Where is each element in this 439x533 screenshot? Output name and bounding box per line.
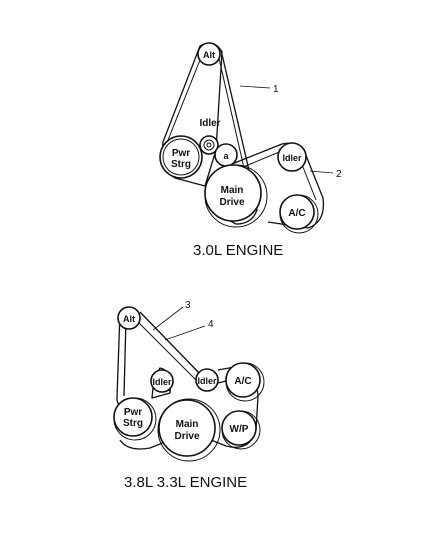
callout-2-leader [309,170,334,174]
pwr-strg-bottom-label-line2: Strg [123,418,143,429]
idler-right-pulley: Idler [277,142,307,172]
callout-2: 2 [336,169,342,180]
main-drive-pulley-bottom: Main Drive [157,398,221,462]
callout-3: 3 [185,300,191,311]
pwr-strg-label-line2: Strg [171,159,191,170]
alt-label: Alt [203,50,215,60]
diagram-3-8l-3-3l-engine: Alt Idler Idler A/C Pwr Strg [113,300,265,491]
small-a-pulley: a [214,143,238,167]
main-drive-bottom-label-line2: Drive [174,431,199,442]
ac-pulley: A/C [279,194,319,234]
callout-1-leader [239,85,271,89]
engine-title-3-8l-3-3l: 3.8L 3.3L ENGINE [124,474,247,491]
main-drive-label-line2: Drive [219,197,244,208]
idler-top-label: Idler [199,118,220,129]
small-a-label: a [223,151,229,161]
idler-left-pulley-bottom: Idler [150,369,174,393]
main-drive-label-line1: Main [221,185,244,196]
main-drive-bottom-label-line1: Main [176,419,199,430]
idler-left-bottom-label: Idler [152,377,172,387]
pwr-strg-label-line1: Pwr [172,148,190,159]
callout-4: 4 [208,319,214,330]
wp-bottom-label: W/P [230,424,249,435]
main-drive-pulley: Main Drive [204,164,268,228]
alt-bottom-label: Alt [123,314,135,324]
callout-1: 1 [273,84,279,95]
callout-3-leader [152,306,184,331]
idler-right-pulley-bottom: Idler [195,368,219,392]
engine-title-3-0l: 3.0L ENGINE [193,242,283,259]
callout-4-leader [164,325,206,341]
alt-pulley: Alt [197,42,221,66]
alt-pulley-bottom: Alt [117,306,141,330]
diagram-3-0l-engine: Alt Idler Pwr Strg a Idler [159,42,342,259]
pwr-strg-pulley-bottom: Pwr Strg [113,397,157,441]
idler-right-bottom-label: Idler [197,376,217,386]
ac-bottom-label: A/C [234,376,251,387]
idler-right-label: Idler [282,153,302,163]
pwr-strg-bottom-label-line1: Pwr [124,407,142,418]
ac-label: A/C [288,208,305,219]
pwr-strg-pulley: Pwr Strg [159,135,203,179]
wp-pulley-bottom: W/P [221,410,261,450]
idler-top-pulley [199,135,219,155]
ac-pulley-bottom: A/C [225,362,265,402]
